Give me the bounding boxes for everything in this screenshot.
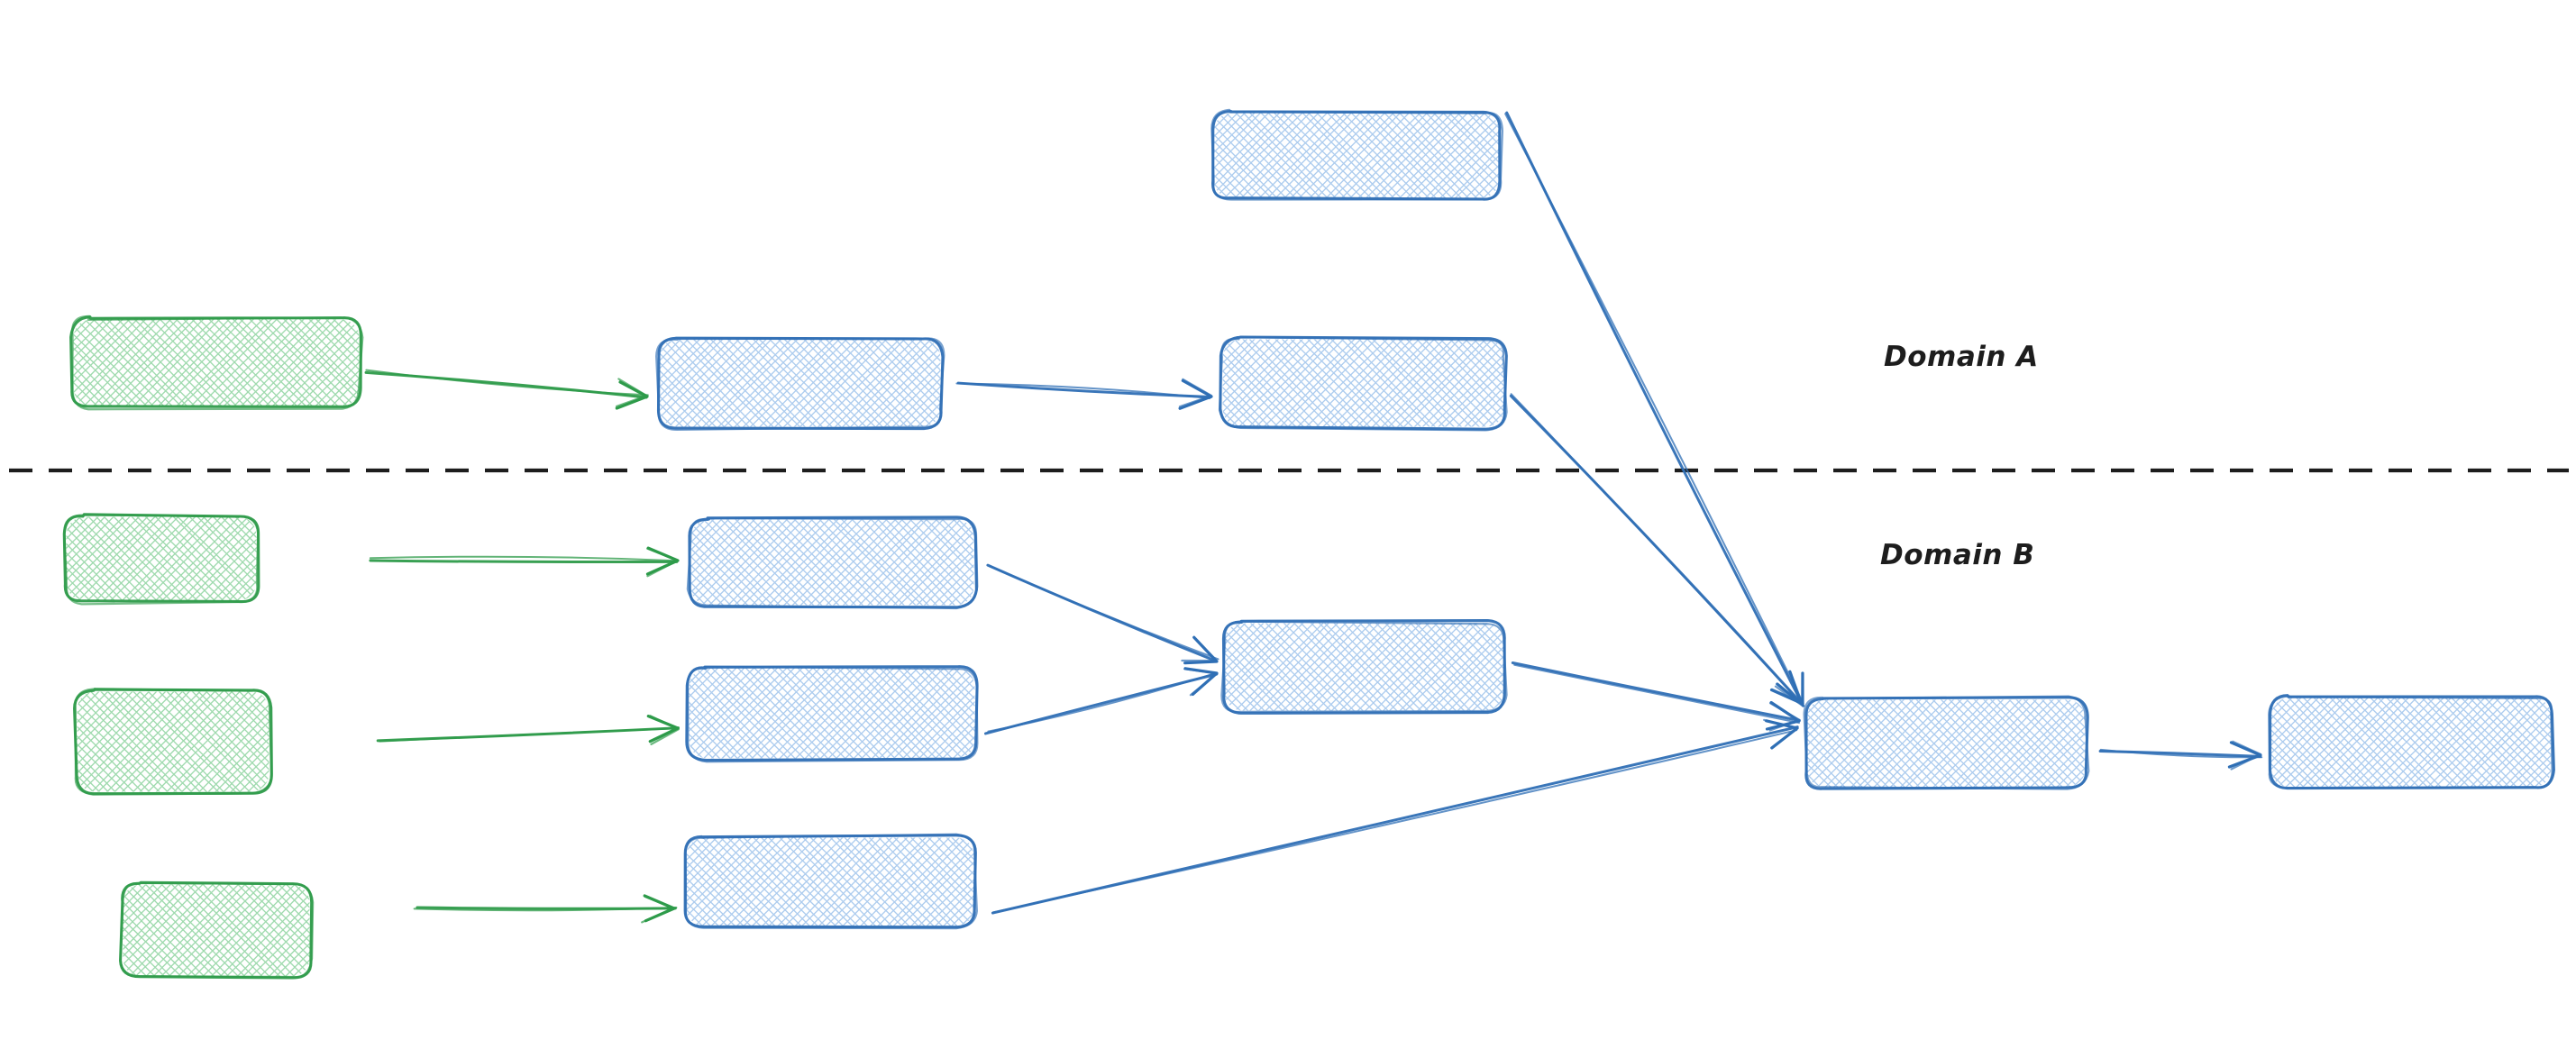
node-a-proc-2[interactable] (1124, 335, 1603, 432)
edge-b-proc-3-to-b-merge[interactable] (983, 667, 1219, 735)
label-domain-b: Domain B (1880, 539, 2035, 571)
edge-b-hub-to-b-sink[interactable] (2098, 740, 2263, 771)
node-b-src-2[interactable] (0, 688, 383, 796)
node-b-hub[interactable] (1708, 695, 2186, 790)
node-b-proc-1[interactable] (595, 515, 1072, 610)
node-b-src-3[interactable] (19, 880, 411, 980)
edge-b-src-2-to-b-proc-2[interactable] (376, 715, 680, 745)
edge-b-proc-3-to-b-hub[interactable] (991, 718, 1799, 915)
node-b-sink[interactable] (2170, 694, 2576, 790)
edge-a-src-1-to-a-proc-1[interactable] (364, 369, 649, 410)
edge-b-proc-1-to-b-merge[interactable] (986, 563, 1219, 665)
node-a-src-1[interactable] (0, 315, 461, 411)
edge-b-merge-to-b-hub[interactable] (1511, 661, 1801, 732)
node-a-proc-1[interactable] (561, 336, 1041, 431)
edge-a-proc-2-to-b-hub[interactable] (1509, 393, 1804, 705)
label-domain-a: Domain A (1884, 341, 2039, 373)
edge-b-src-1-to-b-proc-1[interactable] (369, 546, 680, 578)
edge-a-top-1-to-b-hub[interactable] (1504, 111, 1805, 707)
node-b-src-1[interactable] (0, 513, 355, 606)
node-b-merge[interactable] (1125, 619, 1604, 715)
node-b-proc-3[interactable] (586, 833, 1075, 930)
edge-b-src-3-to-b-proc-3[interactable] (413, 894, 678, 924)
edge-a-proc-1-to-a-proc-2[interactable] (955, 378, 1213, 410)
node-a-top-1[interactable] (1117, 108, 1603, 201)
node-b-proc-2[interactable] (588, 665, 1077, 763)
